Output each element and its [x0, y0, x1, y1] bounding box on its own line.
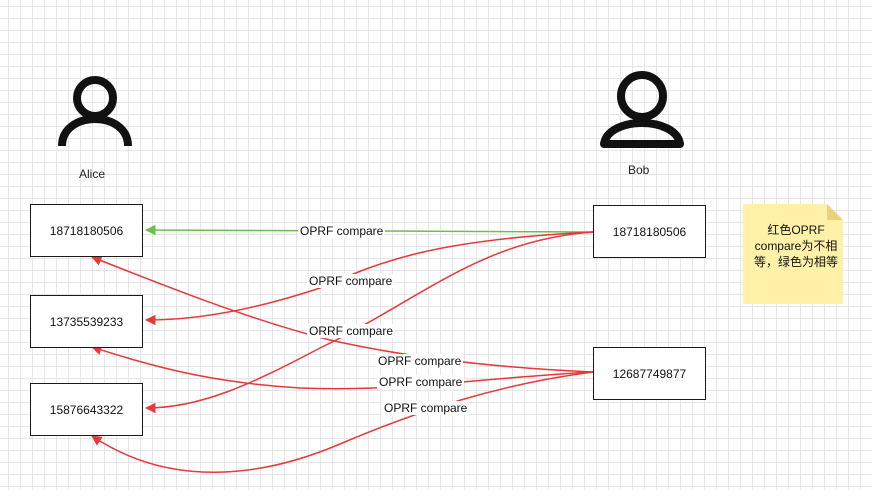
edge-label-bob1-alice3: ORRF compare — [307, 324, 396, 338]
alice-person-icon — [58, 76, 132, 147]
alice-number-box-2[interactable]: 13735539233 — [30, 295, 143, 348]
bob-number-box-2[interactable]: 12687749877 — [593, 347, 706, 400]
bob-number-box-1[interactable]: 18718180506 — [593, 205, 706, 258]
mismatch-arrow-bob2-alice2 — [90, 344, 594, 390]
legend-note-text: 红色OPRF compare为不相等，绿色为相等 — [753, 223, 838, 269]
bob-person-icon — [600, 71, 684, 148]
mismatch-arrow-bob1-alice3 — [144, 231, 594, 414]
alice-name: Alice — [79, 167, 106, 181]
edge-label-bob1-alice2: OPRF compare — [307, 274, 395, 288]
edge-label-match: OPRF compare — [298, 224, 386, 238]
alice-number-box-1[interactable]: 18718180506 — [30, 204, 143, 257]
mismatch-arrow-bob2-alice3 — [91, 371, 594, 473]
mismatch-arrow-bob2-alice1 — [91, 255, 594, 373]
edge-label-bob2-alice2: OPRF compare — [377, 375, 465, 389]
alice-number-box-3[interactable]: 15876643322 — [30, 383, 143, 436]
note-shape — [743, 204, 843, 304]
edge-label-bob2-alice3: OPRF compare — [382, 401, 470, 415]
legend-note: 红色OPRF compare为不相等，绿色为相等 — [743, 204, 843, 304]
edge-label-bob2-alice1: OPRF compare — [376, 354, 464, 368]
bob-name: Bob — [628, 163, 650, 177]
